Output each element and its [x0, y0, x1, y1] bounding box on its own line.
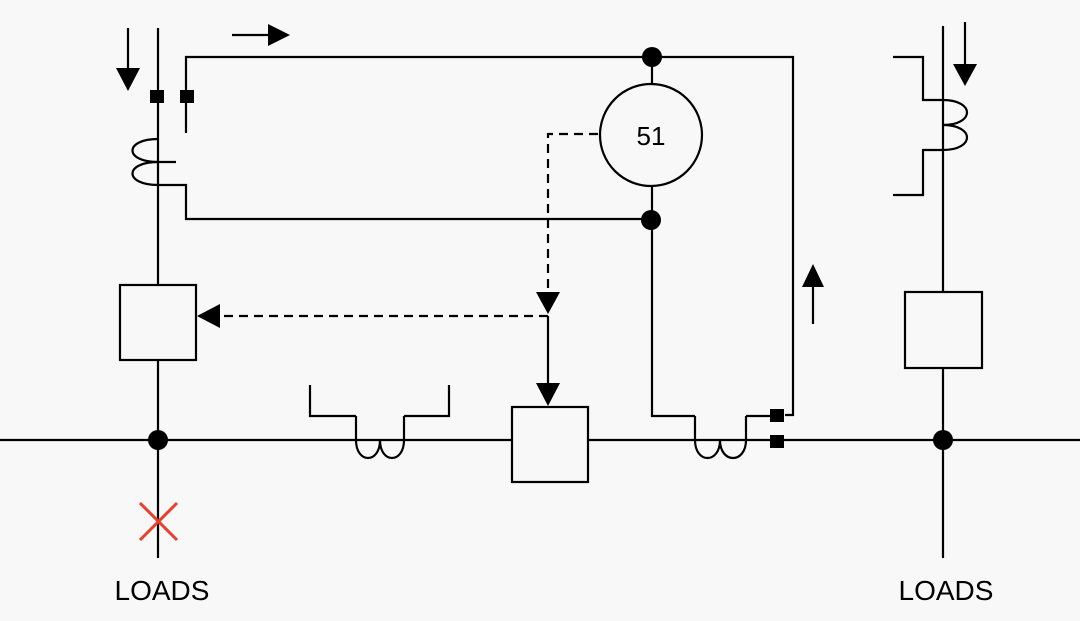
ct-wire-to-tie-ct: [650, 219, 695, 418]
left-feeder-breaker: [118, 283, 198, 362]
relay-junction-bottom: [641, 210, 661, 230]
right-ct: [893, 55, 969, 197]
overcurrent-relay-51: 51: [598, 82, 704, 188]
bus-tie-breaker: [510, 405, 590, 484]
bus-ct-polarity-mark-a: [770, 409, 784, 422]
bus-ct-polarity-mark-b: [770, 435, 784, 448]
left-ct-polarity-mark-a: [150, 90, 164, 103]
relay-number-label: 51: [637, 121, 666, 151]
trip-signal-arrowhead-down: [536, 292, 560, 314]
trip-signal: [197, 132, 598, 406]
right-loads-label: LOADS: [899, 575, 994, 606]
current-flow-arrow-right: [232, 24, 290, 46]
ct-wire-bottom: [158, 183, 652, 221]
relay-circle: [598, 82, 704, 188]
right-feeder-breaker: [903, 290, 984, 370]
left-power-flow-arrow: [116, 28, 140, 91]
bus-ct-right: [693, 409, 784, 459]
bus-ct-left: [308, 385, 451, 459]
left-loads-label: LOADS: [115, 575, 210, 606]
right-bus-junction: [933, 430, 953, 450]
fault-x-icon: [138, 501, 179, 542]
trip-signal-line-vertical: [546, 132, 598, 293]
relay-junction-top: [642, 47, 662, 67]
relay-wiring: [158, 24, 824, 418]
right-feeder: LOADS: [893, 22, 993, 606]
current-flow-arrow-up: [802, 264, 824, 324]
left-bus-junction: [148, 430, 168, 450]
left-feeder: LOADS: [115, 28, 210, 606]
right-power-flow-arrow: [953, 22, 977, 86]
trip-signal-arrowhead-left: [197, 304, 220, 328]
left-ct: [131, 90, 194, 187]
ct-wire-top: [184, 55, 795, 417]
trip-signal-arrowhead-tie: [536, 383, 560, 406]
